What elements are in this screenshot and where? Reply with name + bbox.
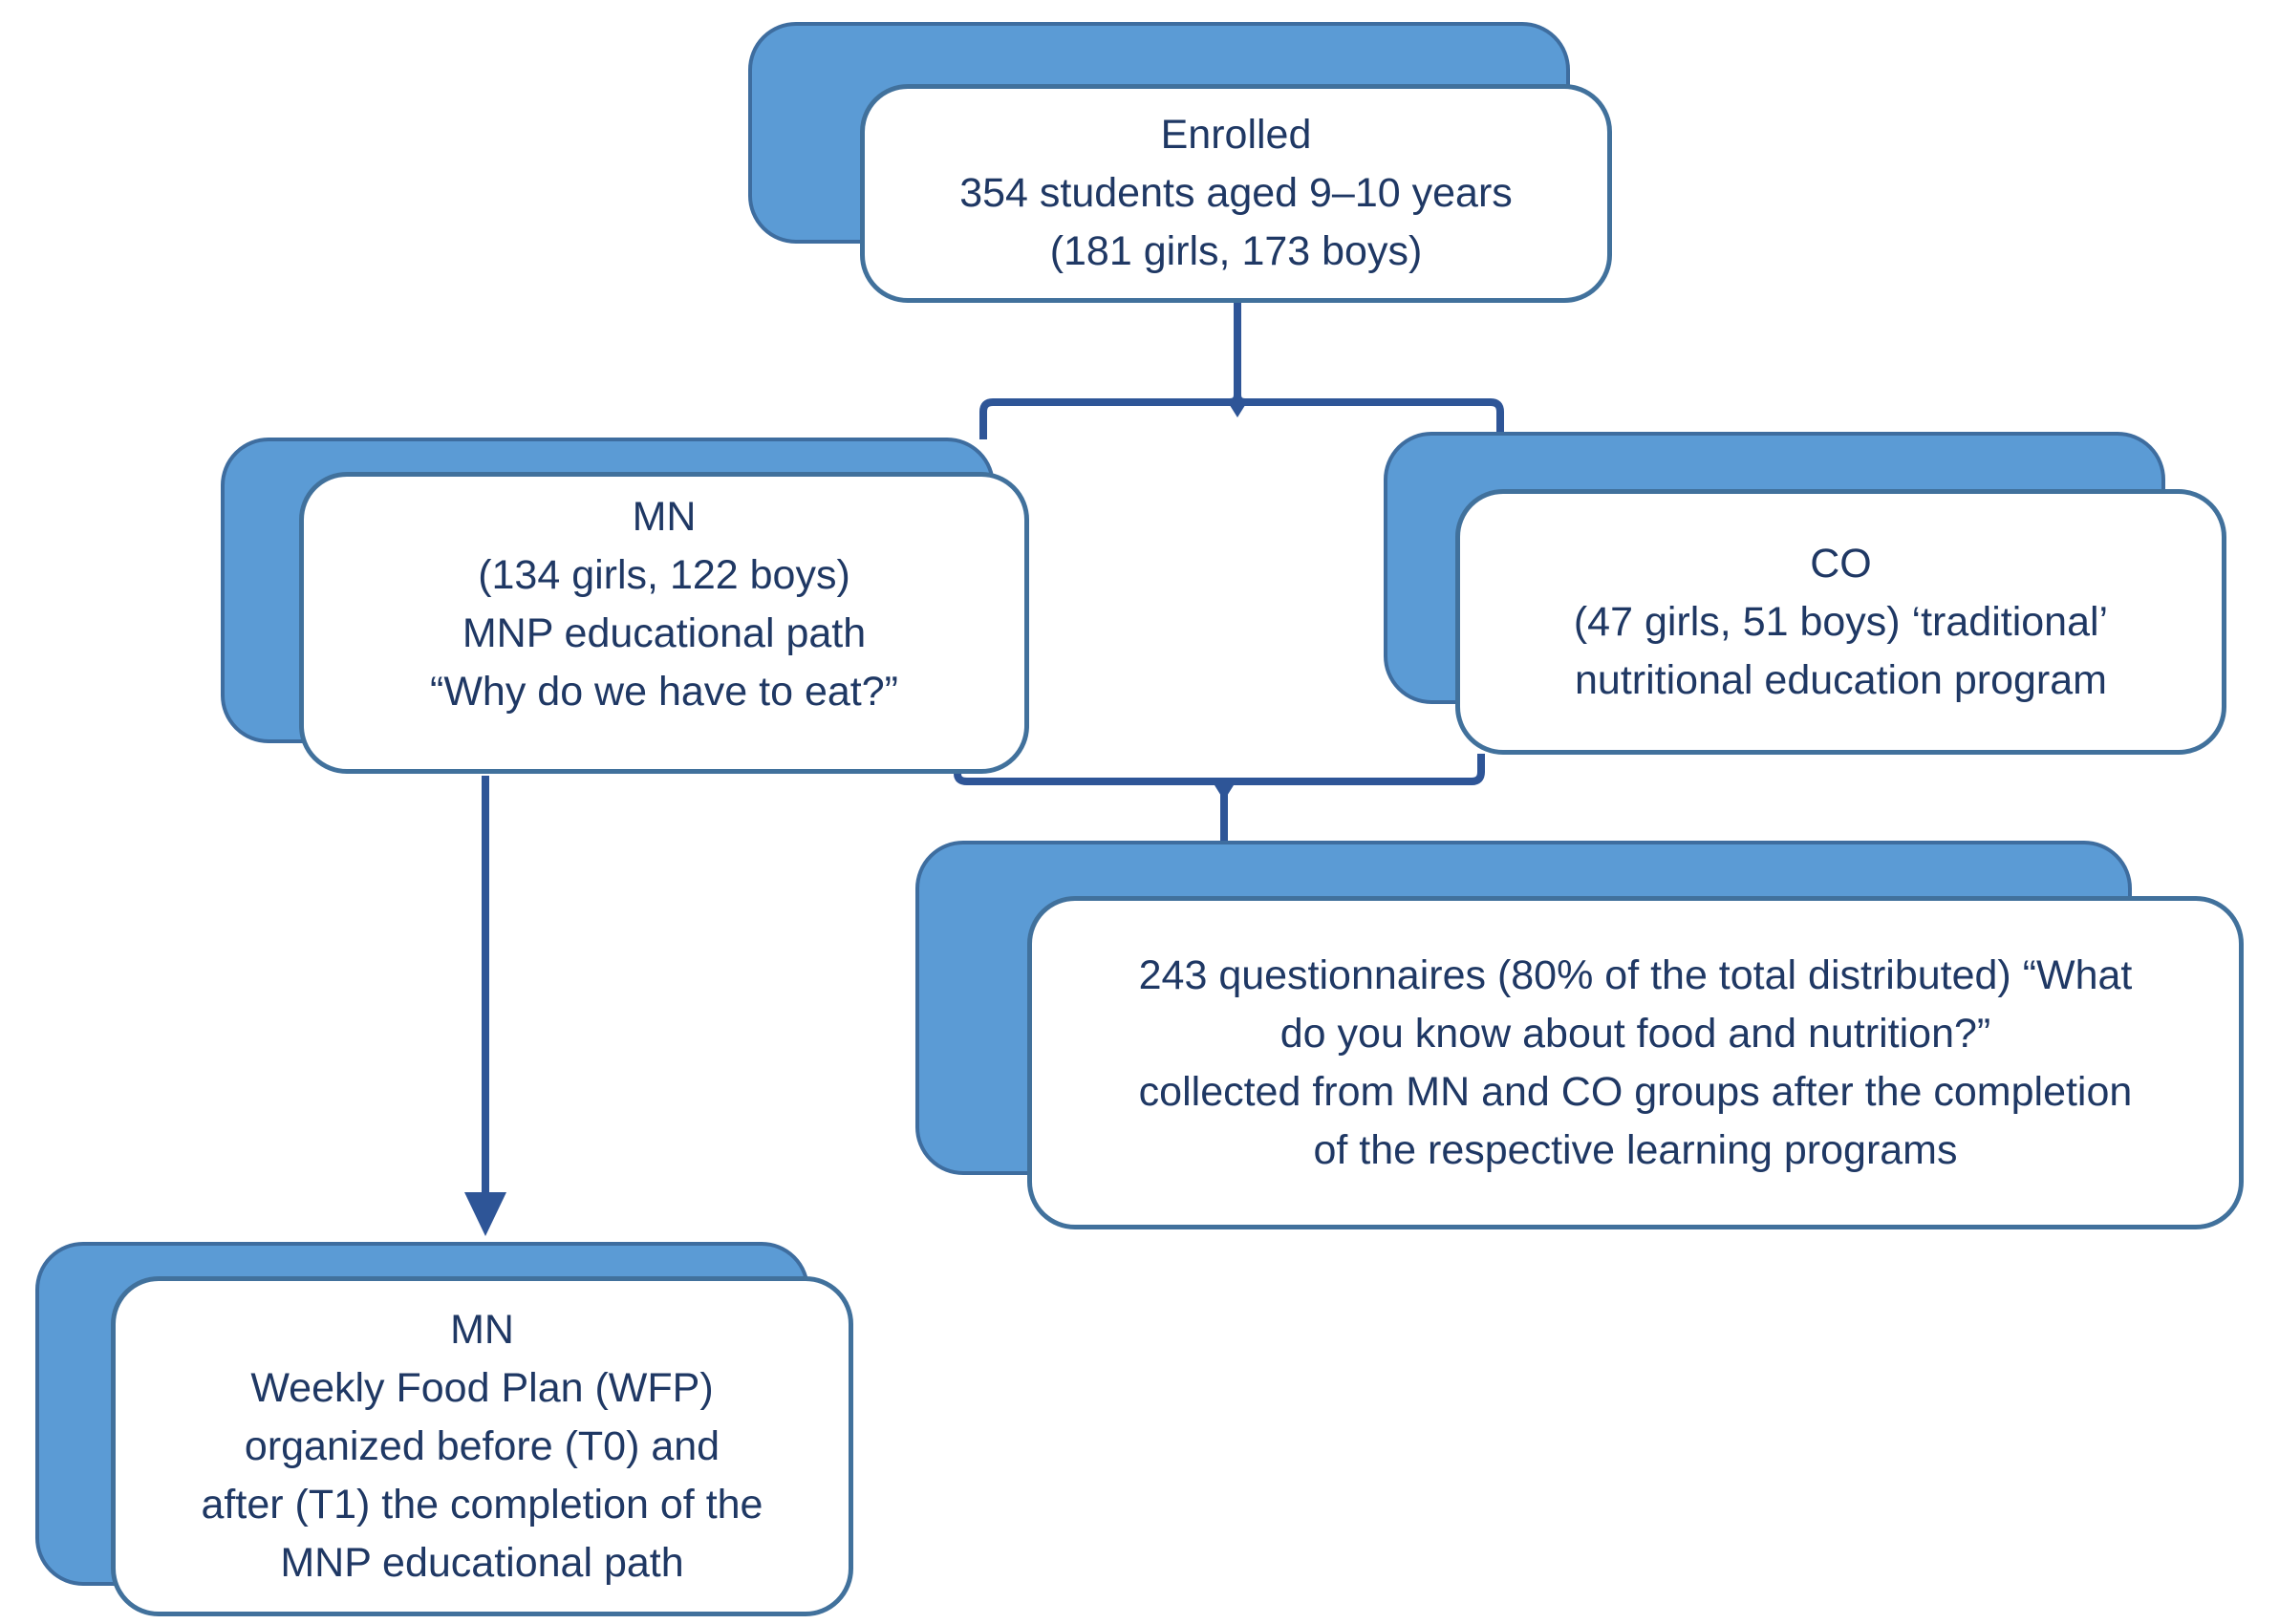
connector-enrolled-to-mn	[979, 301, 1241, 439]
connector-enrolled-to-co	[1234, 301, 1504, 434]
questionnaires-line-3: collected from MN and CO groups after th…	[1138, 1068, 2133, 1115]
connector-junction-notch-top	[1228, 402, 1247, 417]
mn-line-2: (134 girls, 122 boys)	[478, 552, 850, 598]
questionnaires-line-2: do you know about food and nutrition?”	[1279, 1010, 1991, 1057]
questionnaires-line-1: 243 questionnaires (80% of the total dis…	[1138, 951, 2133, 998]
wfp-line-5: MNP educational path	[280, 1539, 684, 1586]
wfp-line-3: organized before (T0) and	[244, 1422, 720, 1469]
wfp-line-1: MN	[450, 1306, 514, 1353]
wfp-node: MN Weekly Food Plan (WFP) organized befo…	[111, 1276, 853, 1616]
mn-line-3: MNP educational path	[462, 610, 867, 656]
co-line-1: CO	[1810, 540, 1872, 587]
enrolled-line-2: 354 students aged 9–10 years	[959, 170, 1513, 216]
enrolled-node: Enrolled 354 students aged 9–10 years (1…	[860, 84, 1612, 303]
enrolled-line-3: (181 girls, 173 boys)	[1049, 228, 1423, 274]
questionnaires-line-4: of the respective learning programs	[1313, 1126, 1958, 1173]
arrowhead-down-icon	[464, 1192, 506, 1236]
mn-line-4: “Why do we have to eat?”	[430, 669, 898, 715]
co-line-2: (47 girls, 51 boys) ‘traditional’	[1573, 598, 2109, 645]
mn-line-1: MN	[632, 494, 697, 540]
enrolled-line-1: Enrolled	[1160, 112, 1312, 158]
mn-node: MN (134 girls, 122 boys) MNP educational…	[299, 472, 1029, 774]
connector-mn-co-merge	[954, 754, 1485, 785]
wfp-line-2: Weekly Food Plan (WFP)	[250, 1364, 714, 1411]
co-node: CO (47 girls, 51 boys) ‘traditional’ nut…	[1455, 489, 2226, 755]
wfp-line-4: after (T1) the completion of the	[201, 1481, 763, 1528]
questionnaires-node: 243 questionnaires (80% of the total dis…	[1027, 896, 2244, 1229]
co-line-3: nutritional education program	[1575, 656, 2107, 703]
